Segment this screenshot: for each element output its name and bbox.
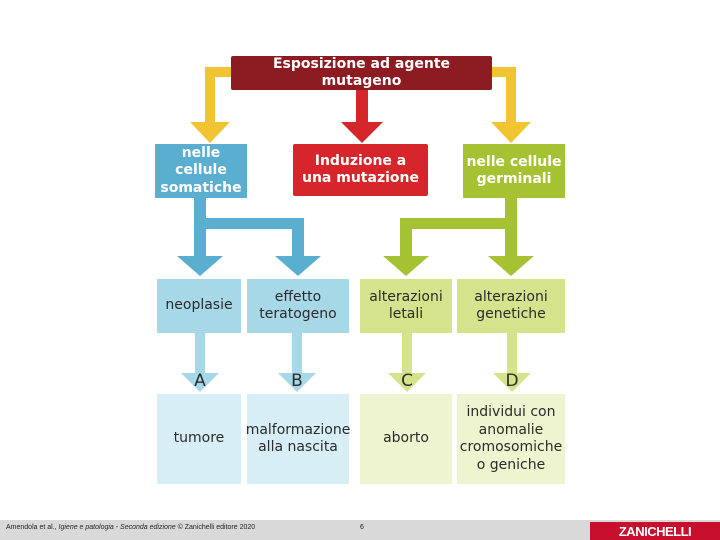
mutation-box: Induzione a una mutazione	[293, 144, 428, 196]
blue-branch-arrows	[177, 198, 321, 276]
neoplasie-box: neoplasie	[157, 279, 241, 333]
abortion-box: aborto	[360, 394, 452, 484]
diagram-connectors	[177, 67, 534, 392]
page-number: 6	[360, 524, 364, 531]
light-green-arrows	[388, 333, 531, 392]
green-branch-arrows	[383, 198, 534, 276]
teratogenic-effect-box: effetto teratogeno	[247, 279, 349, 333]
label-c: C	[401, 371, 413, 391]
footer-bar	[0, 520, 720, 540]
somatic-cells-box: nelle cellule somatiche	[155, 144, 247, 198]
yellow-arrow-right	[491, 67, 531, 143]
footer-citation: Amendola et al., Igiene e patologia - Se…	[6, 524, 256, 531]
label-d: D	[505, 371, 519, 391]
red-arrow-center	[341, 90, 383, 143]
label-b: B	[291, 371, 303, 391]
zanichelli-logo: ZANICHELLI	[590, 522, 720, 540]
germinal-cells-box: nelle cellule germinali	[463, 144, 565, 198]
yellow-arrow-left	[190, 67, 231, 143]
exposure-box: Esposizione ad agente mutageno	[231, 56, 492, 90]
label-a: A	[194, 371, 206, 391]
malformation-box: malformazione alla nascita	[246, 394, 350, 484]
light-blue-arrows	[181, 333, 316, 392]
tumore-box: tumore	[157, 394, 241, 484]
lethal-alterations-box: alterazioni letali	[360, 279, 452, 333]
individuals-box: individui con anomalie cromosomiche o ge…	[457, 394, 565, 484]
mutagen-diagram: Esposizione ad agente mutageno Induzione…	[155, 56, 565, 484]
genetic-alterations-box: alterazioni genetiche	[457, 279, 565, 333]
